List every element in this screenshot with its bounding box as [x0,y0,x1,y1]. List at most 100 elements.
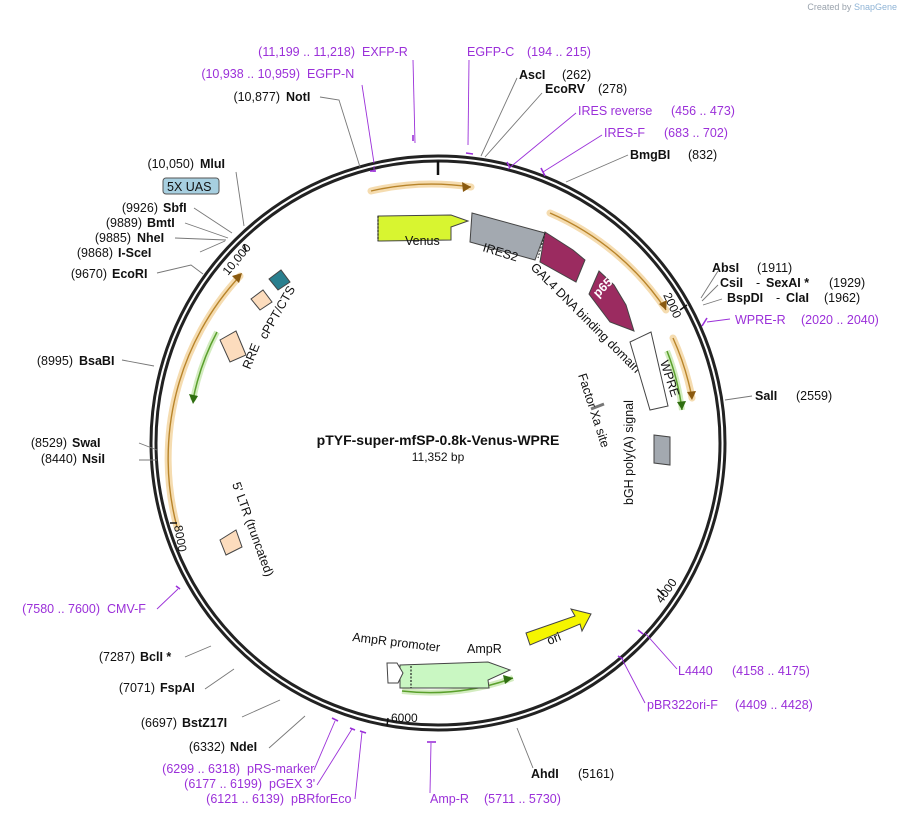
primer-egfp-c-name[interactable]: EGFP-C [467,45,514,59]
snapgene-brand: SnapGene [853,2,897,12]
enzyme-iscei-pos: (9868) [77,246,113,260]
enzyme-sexai-name[interactable]: SexAI * [766,276,809,290]
enzyme-ecorv-pos: (278) [598,82,627,96]
enzyme-mlui-name[interactable]: MluI [200,157,225,171]
feature-ampr[interactable] [399,661,512,689]
enzyme-csii-name[interactable]: CsiI [720,276,743,290]
primer-pgex3-name[interactable]: pGEX 3' [269,777,315,791]
orf-arrow-gal4 [659,300,667,310]
enzyme-ahdi-name[interactable]: AhdI [531,767,559,781]
primer-pbrforeco-name[interactable]: pBRforEco [291,792,351,806]
enzyme-bmgbi-pos: (832) [688,148,717,162]
plasmid-size: 11,352 bp [412,450,465,464]
orf-arc-left [164,272,244,531]
feature-5x-uas[interactable] [162,177,220,195]
feature-5x-uas-label: 5X UAS [167,180,211,194]
primer-egfp-n-name[interactable]: EGFP-N [307,67,354,81]
feature-wpre[interactable] [629,331,669,411]
primer-exfp-r-range: (11,199 .. 11,218) [258,45,355,59]
enzyme-asci-name[interactable]: AscI [519,68,545,82]
primer-ires-reverse-name[interactable]: IRES reverse [578,104,652,118]
enzyme-nsii-name[interactable]: NsiI [82,452,105,466]
feature-bgh-polya[interactable] [653,434,671,466]
enzyme-nhei-name[interactable]: NheI [137,231,164,245]
enzyme-fspai-name[interactable]: FspAI [160,681,195,695]
enzyme-asci-pos: (262) [562,68,591,82]
enzyme-sbfi-name[interactable]: SbfI [163,201,187,215]
feature-venus-label: Venus [405,234,440,248]
primer-l4440-range: (4158 .. 4175) [732,664,810,678]
primer-ires-reverse-range: (456 .. 473) [671,104,735,118]
tick-mark-10000 [243,243,247,253]
enzyme-iscei-name[interactable]: I-SceI [118,246,151,260]
enzyme-bmti-name[interactable]: BmtI [147,216,175,230]
green-arc-bottom-line [401,677,514,694]
green-arrow-bottom [503,675,513,684]
feature-5ltr[interactable] [219,529,243,556]
enzyme-leaders [121,77,753,769]
orf-arrow-p65 [687,391,696,400]
feature-rre-label: RRE [240,341,263,371]
enzyme-clai-name[interactable]: ClaI [786,291,809,305]
enzyme-ecori-name[interactable]: EcoRI [112,267,147,281]
primer-wpre-r-name[interactable]: WPRE-R [735,313,786,327]
feature-rre[interactable] [219,330,247,363]
enzyme-ecorv-name[interactable]: EcoRV [545,82,586,96]
enzyme-csii-sep: - [756,276,760,290]
enzyme-ahdi-pos: (5161) [578,767,614,781]
tick-mark-6000 [386,717,389,727]
primer-amp-r-name[interactable]: Amp-R [430,792,469,806]
enzyme-bstz17i-name[interactable]: BstZ17I [182,716,227,730]
feature-cppt[interactable] [250,289,273,311]
enzyme-bspdi-name[interactable]: BspDI [727,291,763,305]
primer-cmv-f-name[interactable]: CMV-F [107,602,146,616]
tick-label-6000: 6000 [391,711,418,725]
feature-small-teal[interactable] [268,269,291,291]
green-arrow-left [189,394,198,404]
tick-mark-2000 [679,304,688,311]
feature-ampr-promoter[interactable] [386,662,404,684]
primer-ires-f-range: (683 .. 702) [664,126,728,140]
feature-factor-xa-label: Factor Xa site [575,372,612,450]
primer-leaders [156,59,731,800]
feature-ampr-promoter-label: AmpR promoter [352,630,441,655]
enzyme-swai-name[interactable]: SwaI [72,436,101,450]
enzyme-fspai-pos: (7071) [119,681,155,695]
primer-pgex3-range: (6177 .. 6199) [184,777,262,791]
enzyme-bcli-name[interactable]: BclI * [140,650,171,664]
enzyme-bcli-pos: (7287) [99,650,135,664]
enzyme-absi-pos: (1911) [757,261,792,275]
feature-ires2[interactable] [469,212,546,261]
green-arrow-right [677,401,686,410]
enzyme-ndei-pos: (6332) [189,740,225,754]
enzyme-swai-pos: (8529) [31,436,67,450]
enzyme-bspdi-sep: - [776,291,780,305]
feature-ampr-label: AmpR [467,642,502,656]
orf-arrow-left [232,273,242,283]
enzyme-absi-name[interactable]: AbsI [712,261,739,275]
enzyme-bspdi-pos: (1962) [824,291,860,305]
primer-exfp-r-name[interactable]: EXFP-R [362,45,408,59]
feature-factor-xa[interactable] [590,402,605,411]
enzyme-bsabi-pos: (8995) [37,354,73,368]
enzyme-nhei-pos: (9885) [95,231,131,245]
feature-p65[interactable] [588,270,635,332]
enzyme-sali-pos: (2559) [796,389,832,403]
primer-l4440-name[interactable]: L4440 [678,664,713,678]
enzyme-ndei-name[interactable]: NdeI [230,740,257,754]
primer-ires-f-name[interactable]: IRES-F [604,126,645,140]
enzyme-bmgbi-name[interactable]: BmgBI [630,148,670,162]
feature-gal4[interactable] [539,231,586,283]
feature-ori-label: ori [545,630,563,648]
enzyme-sbfi-pos: (9926) [122,201,158,215]
enzyme-sali-name[interactable]: SalI [755,389,777,403]
primer-prs-marker-name[interactable]: pRS-marker [247,762,314,776]
feature-ori[interactable] [525,608,592,646]
backbone-outer [149,154,727,732]
primer-pbr322ori-f-name[interactable]: pBR322ori-F [647,698,718,712]
primer-pbr322ori-f-range: (4409 .. 4428) [735,698,813,712]
primer-pbrforeco-range: (6121 .. 6139) [206,792,284,806]
enzyme-noti-name[interactable]: NotI [286,90,310,104]
primer-egfp-n-range: (10,938 .. 10,959) [201,67,300,81]
enzyme-bsabi-name[interactable]: BsaBI [79,354,114,368]
